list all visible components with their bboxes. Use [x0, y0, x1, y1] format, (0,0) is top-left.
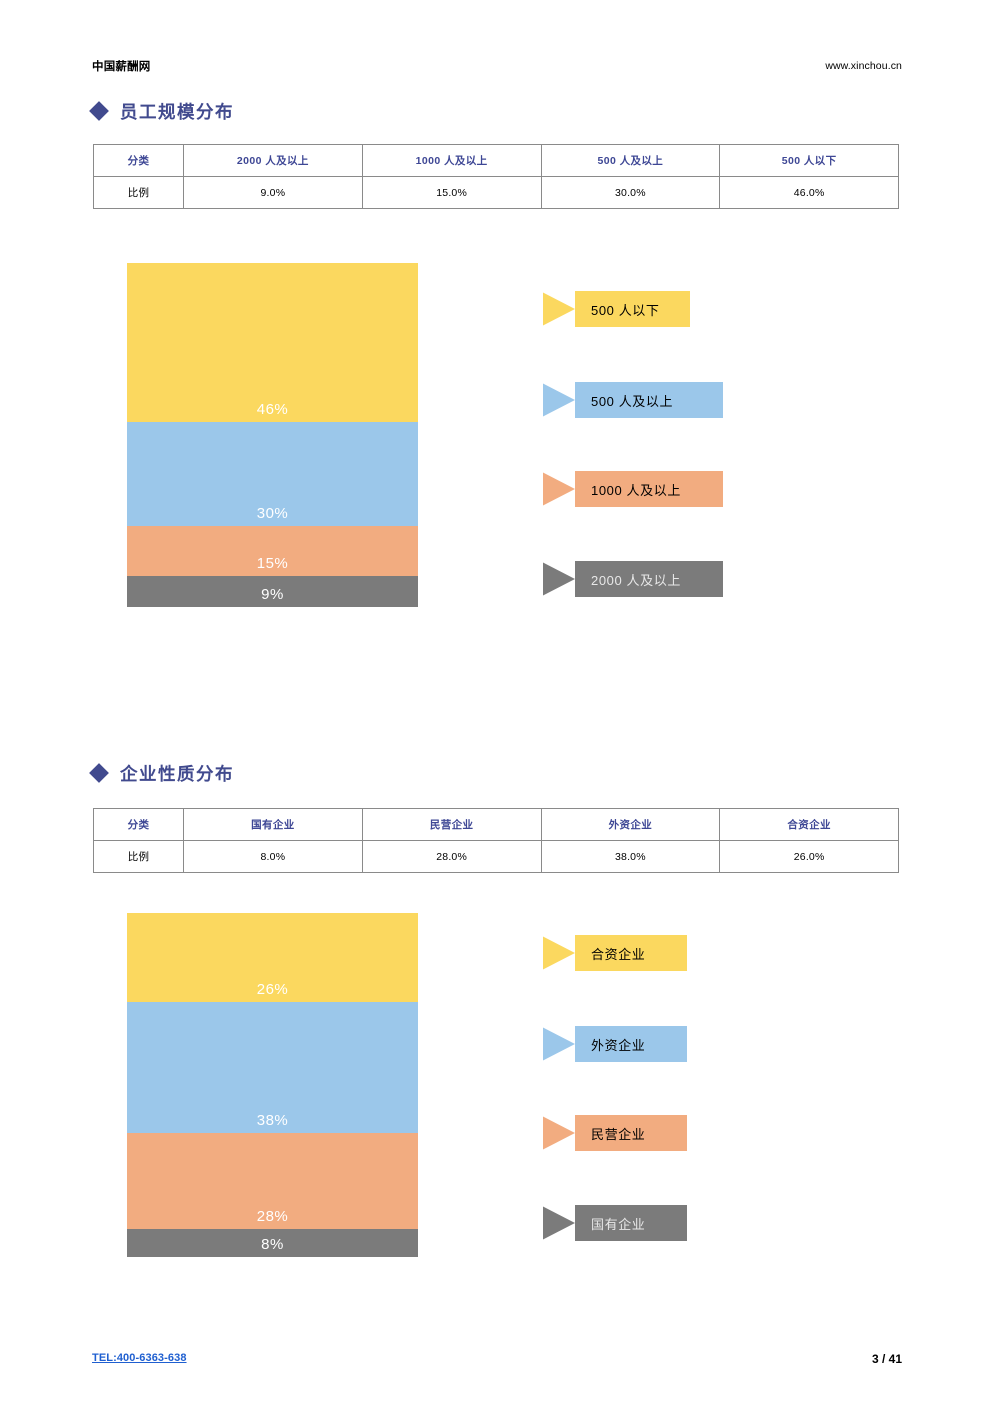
legend-enterprise-nature: 合资企业 外资企业 民营企业 国有企业 [543, 935, 743, 1245]
table-cell-value: 9.0% [183, 176, 363, 209]
section-title: 员工规模分布 [120, 101, 234, 122]
legend-label: 民营企业 [575, 1115, 687, 1151]
legend-item-private[interactable]: 民营企业 [543, 1115, 687, 1151]
footer-telephone-link[interactable]: TEL:400-6363-638 [92, 1352, 187, 1364]
legend-label: 2000 人及以上 [575, 561, 723, 597]
bar-segment-state-owned: 8% [127, 1229, 418, 1257]
table-cell-value: 38.0% [540, 840, 721, 873]
table-cell-value: 30.0% [540, 176, 721, 209]
arrow-right-icon [543, 1206, 575, 1240]
legend-label: 国有企业 [575, 1205, 687, 1241]
table-header-cell: 国有企业 [183, 808, 363, 841]
bar-segment-label: 8% [261, 1235, 284, 1253]
arrow-right-icon [543, 1027, 575, 1061]
table-header-row: 分类 国有企业 民营企业 外资企业 合资企业 [93, 808, 899, 841]
table-cell-value: 8.0% [183, 840, 363, 873]
table-employee-scale: 分类 2000 人及以上 1000 人及以上 500 人及以上 500 人以下 … [93, 144, 899, 209]
arrow-right-icon [543, 562, 575, 596]
bar-segment-label: 9% [261, 585, 284, 603]
table-header-cell: 民营企业 [361, 808, 542, 841]
legend-item-2000-above[interactable]: 2000 人及以上 [543, 561, 723, 597]
table-header-cell: 500 人以下 [719, 144, 899, 177]
table-cell-value: 28.0% [361, 840, 542, 873]
table-header-cell: 合资企业 [719, 808, 899, 841]
section-title: 企业性质分布 [120, 763, 234, 784]
legend-employee-scale: 500 人以下 500 人及以上 1000 人及以上 2000 人及以上 [543, 291, 743, 611]
bar-segment-private: 28% [127, 1133, 418, 1230]
legend-item-joint-venture[interactable]: 合资企业 [543, 935, 687, 971]
table-header-cell: 2000 人及以上 [183, 144, 363, 177]
arrow-right-icon [543, 383, 575, 417]
legend-label: 500 人以下 [575, 291, 690, 327]
bar-segment-label: 15% [256, 554, 289, 572]
table-row: 比例 8.0% 28.0% 38.0% 26.0% [93, 840, 899, 873]
bar-segment-foreign: 38% [127, 1002, 418, 1134]
legend-item-foreign[interactable]: 外资企业 [543, 1026, 687, 1062]
legend-label: 合资企业 [575, 935, 687, 971]
legend-item-500-below[interactable]: 500 人以下 [543, 291, 690, 327]
legend-label: 外资企业 [575, 1026, 687, 1062]
table-header-cell: 分类 [93, 144, 184, 177]
legend-item-1000-above[interactable]: 1000 人及以上 [543, 471, 723, 507]
table-row-label: 比例 [93, 176, 184, 209]
table-cell-value: 15.0% [361, 176, 542, 209]
chart-employee-scale: 46% 30% 15% 9% [127, 263, 418, 607]
stacked-bar-column: 26% 38% 28% 8% [127, 913, 418, 1257]
bar-segment-joint-venture: 26% [127, 913, 418, 1003]
table-enterprise-nature: 分类 国有企业 民营企业 外资企业 合资企业 比例 8.0% 28.0% 38.… [93, 808, 899, 873]
legend-label: 500 人及以上 [575, 382, 723, 418]
bar-segment-label: 46% [256, 401, 289, 419]
bar-segment-label: 38% [256, 1112, 289, 1130]
diamond-icon [89, 763, 109, 783]
site-url-text: www.xinchou.cn [825, 60, 902, 72]
table-header-cell: 1000 人及以上 [361, 144, 542, 177]
arrow-right-icon [543, 292, 575, 326]
table-header-cell: 外资企业 [540, 808, 721, 841]
bar-segment-label: 28% [256, 1208, 289, 1226]
bar-segment-500-below: 46% [127, 263, 418, 423]
chart-enterprise-nature: 26% 38% 28% 8% [127, 913, 418, 1257]
arrow-right-icon [543, 472, 575, 506]
section-heading-enterprise-nature: 企业性质分布 [89, 760, 234, 786]
legend-label: 1000 人及以上 [575, 471, 723, 507]
table-row-label: 比例 [93, 840, 184, 873]
table-cell-value: 26.0% [719, 840, 899, 873]
table-cell-value: 46.0% [719, 176, 899, 209]
legend-item-500-above[interactable]: 500 人及以上 [543, 382, 723, 418]
footer-page-number: 3 / 41 [871, 1352, 902, 1366]
table-header-cell: 分类 [93, 808, 184, 841]
table-header-cell: 500 人及以上 [540, 144, 721, 177]
page-header: 中国薪酬网 www.xinchou.cn [92, 58, 902, 78]
legend-item-state-owned[interactable]: 国有企业 [543, 1205, 687, 1241]
bar-segment-2000-above: 9% [127, 575, 418, 607]
bar-segment-500-above: 30% [127, 422, 418, 527]
diamond-icon [89, 101, 109, 121]
bar-segment-label: 30% [256, 505, 289, 523]
section-heading-employee-scale: 员工规模分布 [89, 98, 234, 124]
bar-segment-1000-above: 15% [127, 526, 418, 576]
table-row: 比例 9.0% 15.0% 30.0% 46.0% [93, 176, 899, 209]
table-header-row: 分类 2000 人及以上 1000 人及以上 500 人及以上 500 人以下 [93, 144, 899, 177]
bar-segment-label: 26% [256, 981, 289, 999]
site-logo-text: 中国薪酬网 [92, 61, 151, 73]
arrow-right-icon [543, 936, 575, 970]
arrow-right-icon [543, 1116, 575, 1150]
stacked-bar-column: 46% 30% 15% 9% [127, 263, 418, 607]
page-footer: TEL:400-6363-638 3 / 41 [92, 1352, 902, 1374]
